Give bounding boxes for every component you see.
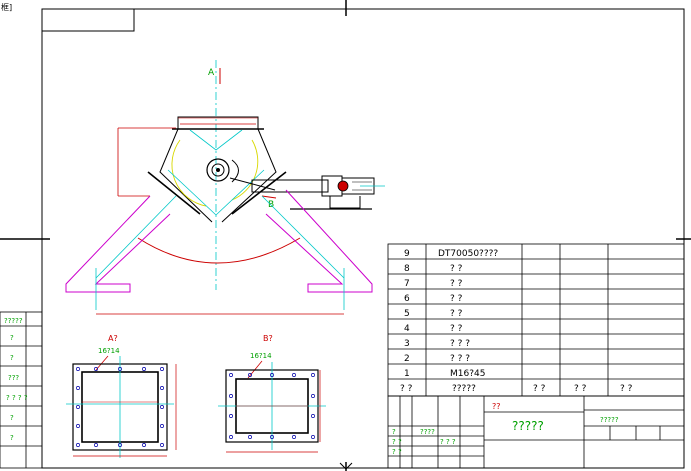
margin-c: ? bbox=[10, 354, 14, 362]
bom-row-5-name: ? ? bbox=[450, 309, 463, 319]
bom-row-6-name: ? ? bbox=[450, 294, 463, 304]
bom-row-8-no: 8 bbox=[404, 264, 410, 274]
drawing-title: ????? bbox=[512, 419, 544, 433]
title-scale: ????? bbox=[600, 416, 619, 424]
bom-row-5-no: 5 bbox=[404, 309, 410, 319]
title-l4: ? ? ? bbox=[440, 438, 456, 446]
bom-row-2-name: ? ? ? bbox=[450, 354, 470, 364]
title-design: ?? bbox=[492, 402, 501, 411]
bom-row-3-name: ? ? ? bbox=[450, 339, 470, 349]
bom-row-9-name: DT70050???? bbox=[438, 249, 498, 259]
view-a: A? 16?14 bbox=[66, 334, 177, 458]
bom-header-no: ? ? bbox=[400, 384, 413, 394]
left-margin-table: ????? ? ? ??? ? ? ? ? ? ? bbox=[0, 311, 43, 469]
title-l1: ? bbox=[392, 428, 396, 436]
view-b-label: B? bbox=[263, 334, 273, 343]
arrow-a-label: A bbox=[208, 68, 215, 78]
title-l2: ? ? bbox=[392, 438, 402, 446]
bom-header-c3: ? ? bbox=[533, 384, 546, 394]
bom-row-8-name: ? ? bbox=[450, 264, 463, 274]
bom-row-3-no: 3 bbox=[404, 339, 410, 349]
bom-row-6-no: 6 bbox=[404, 294, 410, 304]
bom-row-4-name: ? ? bbox=[450, 324, 463, 334]
margin-d: ??? bbox=[8, 374, 19, 382]
pivot-circle bbox=[206, 158, 230, 182]
bom-row-2-no: 2 bbox=[404, 354, 410, 364]
bom-header-c4: ? ? bbox=[574, 384, 587, 394]
bom-row-7-name: ? ? bbox=[450, 279, 463, 289]
view-a-bolts: 16?14 bbox=[98, 347, 120, 355]
bom-row-1-name: M16?45 bbox=[450, 369, 485, 379]
main-view: A B bbox=[65, 60, 385, 315]
margin-f: ? bbox=[10, 414, 14, 422]
bom-table: 9 DT70050???? 8 ? ? 7 ? ? 6 ? ? 5 ? ? 4 … bbox=[387, 243, 685, 397]
title-unit: ???? bbox=[420, 428, 435, 436]
title-block: ????? ?? ???? ? ? ? ? ? ? ? ? ????? bbox=[387, 395, 685, 469]
corner-text: 框] bbox=[1, 2, 12, 12]
margin-e: ? ? ? ? bbox=[6, 394, 28, 402]
view-b: B? 16?14 bbox=[218, 334, 326, 453]
bom-header-c5: ? ? bbox=[620, 384, 633, 394]
bom-row-7-no: 7 bbox=[404, 279, 410, 289]
title-l3: ? ? bbox=[392, 448, 402, 456]
view-b-bolts: 16?14 bbox=[250, 352, 272, 360]
margin-g: ? bbox=[10, 434, 14, 442]
bom-row-1-no: 1 bbox=[404, 369, 410, 379]
bom-header-name: ????? bbox=[452, 384, 476, 394]
bom-row-4-no: 4 bbox=[404, 324, 410, 334]
view-a-label: A? bbox=[108, 334, 118, 343]
bom-row-9-no: 9 bbox=[404, 249, 410, 259]
margin-b: ? bbox=[10, 334, 14, 342]
margin-a: ????? bbox=[4, 317, 23, 325]
